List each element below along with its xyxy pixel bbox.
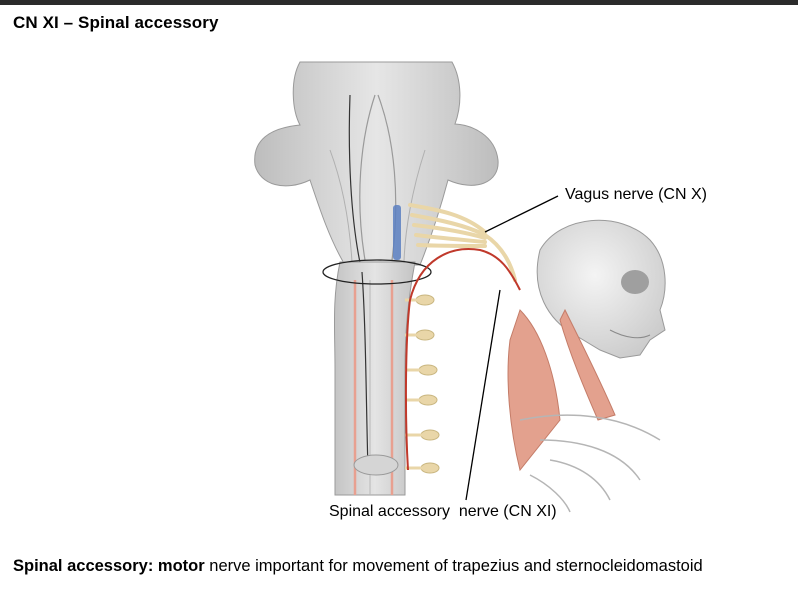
caption-term: Spinal accessory: [13, 557, 154, 575]
vagus-rootlets [408, 203, 517, 282]
vagus-nerve-label: Vagus nerve (CN X) [565, 186, 707, 203]
caption: Spinal accessory: motor nerve important … [13, 555, 713, 578]
vessel-blue [393, 205, 401, 260]
brainstem [254, 61, 499, 273]
caption-emphasis: motor [157, 557, 205, 575]
spinal-cord [333, 261, 416, 496]
skull [536, 219, 666, 359]
top-bar [0, 0, 798, 5]
cord-cross-section [353, 454, 399, 476]
caption-rest: nerve important for movement of trapeziu… [209, 557, 703, 575]
foramen-magnum-ring [322, 259, 432, 285]
spinal-roots [415, 294, 440, 474]
spinal-leader-line [465, 289, 501, 501]
slide-title: CN XI – Spinal accessory [13, 13, 219, 32]
neck-muscles [507, 308, 616, 472]
spinal-accessory-nerve [404, 248, 521, 471]
vagus-leader-line [484, 195, 559, 233]
shoulder-skeleton [519, 414, 661, 513]
spinal-accessory-nerve-label: Spinal accessory nerve (CN XI) [329, 503, 557, 520]
